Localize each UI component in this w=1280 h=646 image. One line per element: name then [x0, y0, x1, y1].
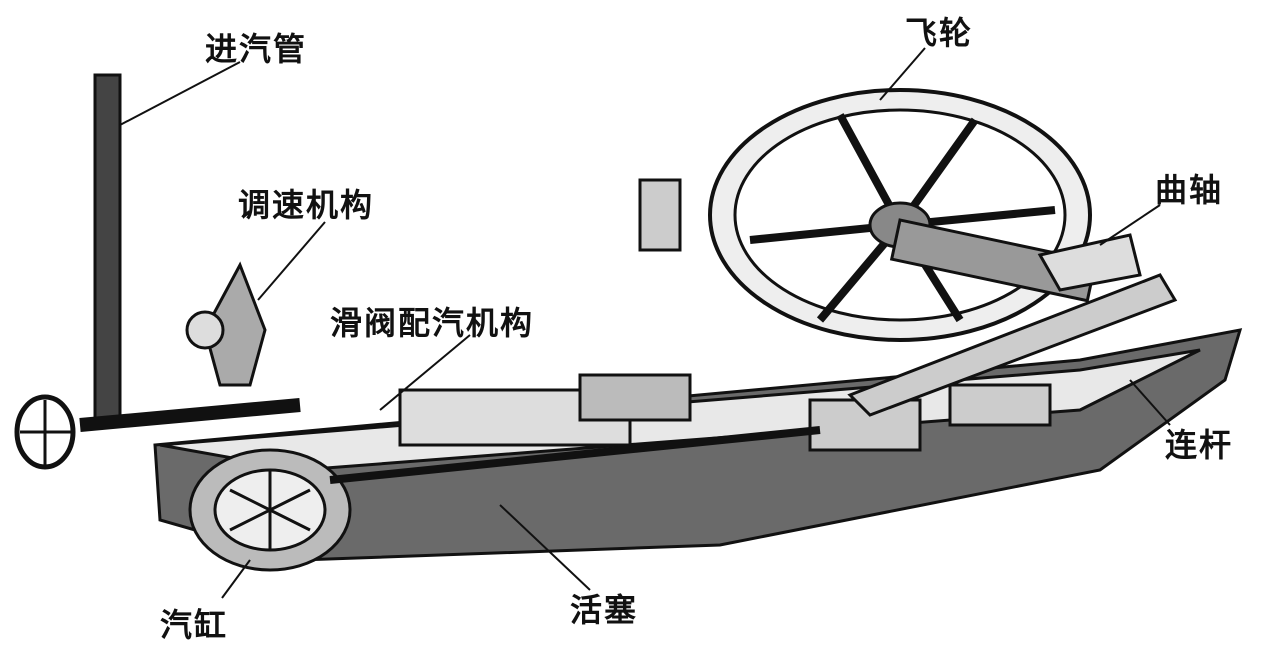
label-slide-valve-gear: 滑阀配汽机构: [330, 304, 535, 342]
leader-connecting-rod: [1129, 379, 1171, 426]
label-governor: 调速机构: [238, 186, 375, 224]
leader-steam-pipe: [119, 61, 241, 126]
label-piston: 活塞: [570, 591, 639, 629]
steam-pipe: [93, 73, 122, 422]
leader-crankshaft: [1099, 204, 1161, 246]
label-flywheel: 飞轮: [905, 14, 974, 52]
valve-block: [578, 373, 692, 422]
connecting-rod-shape: [847, 273, 1178, 417]
label-crankshaft: 曲轴: [1155, 171, 1224, 209]
piston-rod: [329, 426, 821, 484]
leader-governor: [257, 221, 326, 301]
leader-cylinder: [221, 559, 251, 599]
label-connecting-rod: 连杆: [1165, 426, 1234, 464]
leader-piston: [499, 504, 591, 591]
leader-valve-gear: [379, 334, 471, 411]
handwheel: [14, 394, 76, 470]
guide-block: [948, 383, 1052, 427]
label-steam-inlet-pipe: 进汽管: [205, 30, 308, 68]
label-cylinder: 汽缸: [160, 606, 229, 644]
leader-flywheel: [879, 47, 926, 101]
